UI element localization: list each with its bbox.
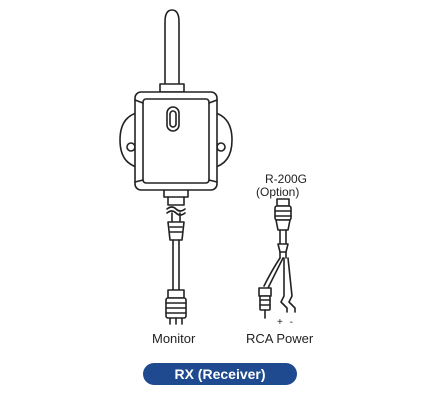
monitor-label: Monitor (152, 331, 196, 346)
option-label: (Option) (256, 185, 300, 199)
rca-cable-icon (258, 257, 284, 319)
antenna-icon (159, 9, 185, 93)
cable-connector-icon (165, 289, 187, 325)
power-leads-icon (280, 257, 296, 313)
option-cable-icon (274, 198, 292, 259)
monitor-cable-icon (167, 212, 185, 291)
led-indicator-icon (166, 106, 180, 132)
rca-power-label: RCA Power (246, 331, 314, 346)
caption-badge: RX (Receiver) (143, 363, 297, 385)
receiver-body-icon (134, 91, 218, 191)
polarity-label: + - (277, 317, 295, 328)
model-label: R-200G (265, 172, 308, 186)
